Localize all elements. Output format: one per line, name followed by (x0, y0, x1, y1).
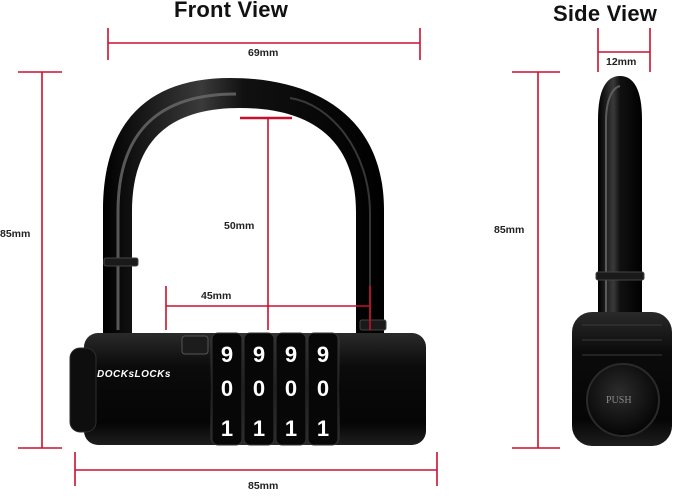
dimension-label-side-width: 12mm (606, 56, 637, 68)
dial-digit: 9 (220, 342, 234, 367)
shackle (103, 78, 384, 338)
lock-brand-logo: DOCKsLOCKs (97, 369, 171, 380)
shackle-highlight (116, 92, 237, 330)
dimension-label-side-height: 85mm (494, 224, 525, 236)
dimension-label-inner-height: 50mm (224, 220, 255, 232)
dimension-lines (18, 28, 651, 486)
dial-digit: 9 (252, 342, 266, 367)
dial-digit: 0 (316, 376, 330, 401)
push-label: PUSH (606, 395, 632, 406)
side-shackle (598, 76, 642, 330)
dimension-label-front-height: 85mm (0, 228, 31, 240)
front-view-title: Front View (174, 0, 289, 22)
dial-digit: 0 (220, 376, 234, 401)
dial-digit: 0 (284, 376, 298, 401)
dial-digit: 0 (252, 376, 266, 401)
dimension-label-front-top-width: 69mm (248, 47, 279, 59)
dial-wheels (211, 332, 339, 446)
push-button (586, 363, 660, 437)
dial-digit: 1 (284, 416, 298, 441)
side-view-title: Side View (553, 1, 658, 26)
lock-left-cap (69, 347, 97, 433)
dial-digit: 9 (284, 342, 298, 367)
dial-digit: 1 (220, 416, 234, 441)
dimension-label-inner-width: 45mm (201, 290, 232, 302)
dimension-label-front-bottom-width: 85mm (248, 480, 279, 492)
dial-digit: 1 (252, 416, 266, 441)
dial-digit: 9 (316, 342, 330, 367)
dial-digit: 1 (316, 416, 330, 441)
